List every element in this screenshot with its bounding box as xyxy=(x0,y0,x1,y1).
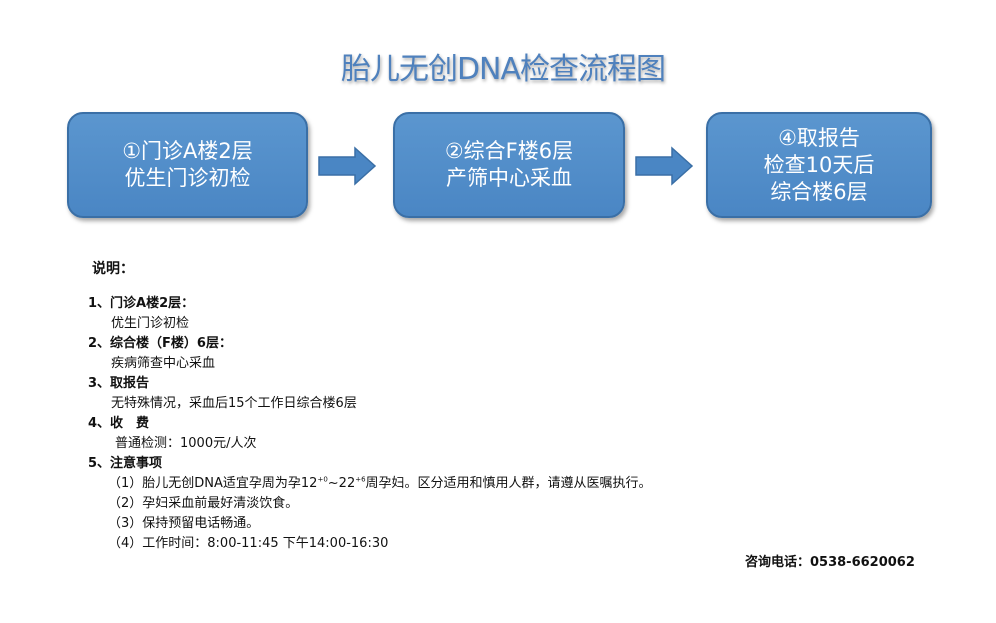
note-2-body: 疾病筛查中心采血 xyxy=(111,356,216,371)
note-1-body: 优生门诊初检 xyxy=(111,316,190,331)
note-3-title: 3、取报告 xyxy=(88,376,150,391)
step-box-outpatient: ①门诊A楼2层 优生门诊初检 xyxy=(67,112,308,218)
step-3-line-2: 检查10天后 xyxy=(763,152,875,177)
note-3-body: 无特殊情况，采血后15个工作日综合楼6层 xyxy=(111,396,357,411)
note-2-title: 2、综合楼（F楼）6层： xyxy=(88,336,232,351)
page-title: 胎儿无创DNA检查流程图 xyxy=(340,52,666,87)
note-5-sub-1-sup-2: +6 xyxy=(355,475,366,484)
note-5-sub-4: （4）工作时间：8:00-11:45 下午14:00-16:30 xyxy=(108,536,389,551)
step-3-line-3: 综合楼6层 xyxy=(770,179,868,204)
note-5-sub-1: （1）胎儿无创DNA适宜孕周为孕12+0~22+6周孕妇。区分适用和慎用人群，请… xyxy=(108,472,652,491)
note-1-title: 1、门诊A楼2层： xyxy=(88,296,195,311)
note-5-sub-1-pre: （1）胎儿无创DNA适宜孕周为孕12 xyxy=(108,476,318,491)
note-5-sub-1-sup-1: +0 xyxy=(317,475,328,484)
note-5-sub-3: （3）保持预留电话畅通。 xyxy=(108,516,260,531)
step-3-line-1: ④取报告 xyxy=(778,125,860,150)
step-2-line-2: 产筛中心采血 xyxy=(446,166,572,190)
note-4-title: 4、收 费 xyxy=(88,416,150,431)
note-5-sub-1-post: 周孕妇。区分适用和慎用人群，请遵从医嘱执行。 xyxy=(365,476,652,491)
contact-phone: 咨询电话：0538-6620062 xyxy=(745,555,915,570)
note-4-body: 普通检测：1000元/人次 xyxy=(115,436,257,451)
note-5-sub-2: （2）孕妇采血前最好清淡饮食。 xyxy=(108,496,299,511)
right-arrow-icon xyxy=(635,146,694,186)
note-5-title: 5、注意事项 xyxy=(88,456,163,471)
step-box-blood-draw: ②综合F楼6层 产筛中心采血 xyxy=(393,112,625,218)
step-box-report: ④取报告 检查10天后 综合楼6层 xyxy=(706,112,932,218)
note-5-sub-1-mid: ~22 xyxy=(327,476,356,491)
right-arrow-icon xyxy=(318,146,377,186)
step-1-line-2: 优生门诊初检 xyxy=(124,166,251,190)
notes-heading: 说明： xyxy=(92,261,134,277)
step-1-line-1: ①门诊A楼2层 xyxy=(122,139,253,163)
step-2-line-1: ②综合F楼6层 xyxy=(444,139,574,163)
